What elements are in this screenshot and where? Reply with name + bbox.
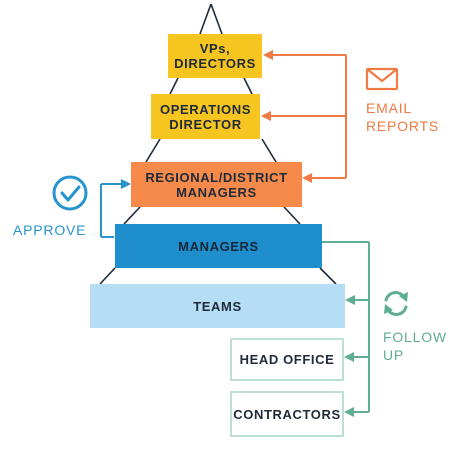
envelope-icon (365, 67, 399, 91)
email-arrowheads (261, 50, 312, 183)
level-operations-director: OPERATIONS DIRECTOR (151, 94, 260, 139)
follow-up-connector (322, 241, 370, 413)
refresh-arrows-icon (384, 291, 408, 316)
approve-arrowhead (121, 179, 131, 189)
level-teams: TEAMS (90, 284, 345, 328)
follow-up-label: FOLLOW UP (383, 329, 447, 363)
approve-connector (100, 183, 122, 238)
head-office-box: HEAD OFFICE (230, 338, 344, 381)
contractors-box: CONTRACTORS (230, 391, 344, 437)
email-reports-label: EMAIL REPORTS (366, 100, 440, 134)
email-connector (270, 54, 347, 179)
follow-up-arrowheads (344, 295, 355, 417)
pyramid-outline (99, 3, 337, 285)
approve-label: APPROVE (13, 222, 87, 238)
level-regional-district-managers: REGIONAL/DISTRICT MANAGERS (131, 162, 302, 207)
level-managers: MANAGERS (115, 224, 322, 268)
check-circle-icon (52, 175, 88, 211)
level-vps-directors: VPs, DIRECTORS (168, 34, 262, 78)
